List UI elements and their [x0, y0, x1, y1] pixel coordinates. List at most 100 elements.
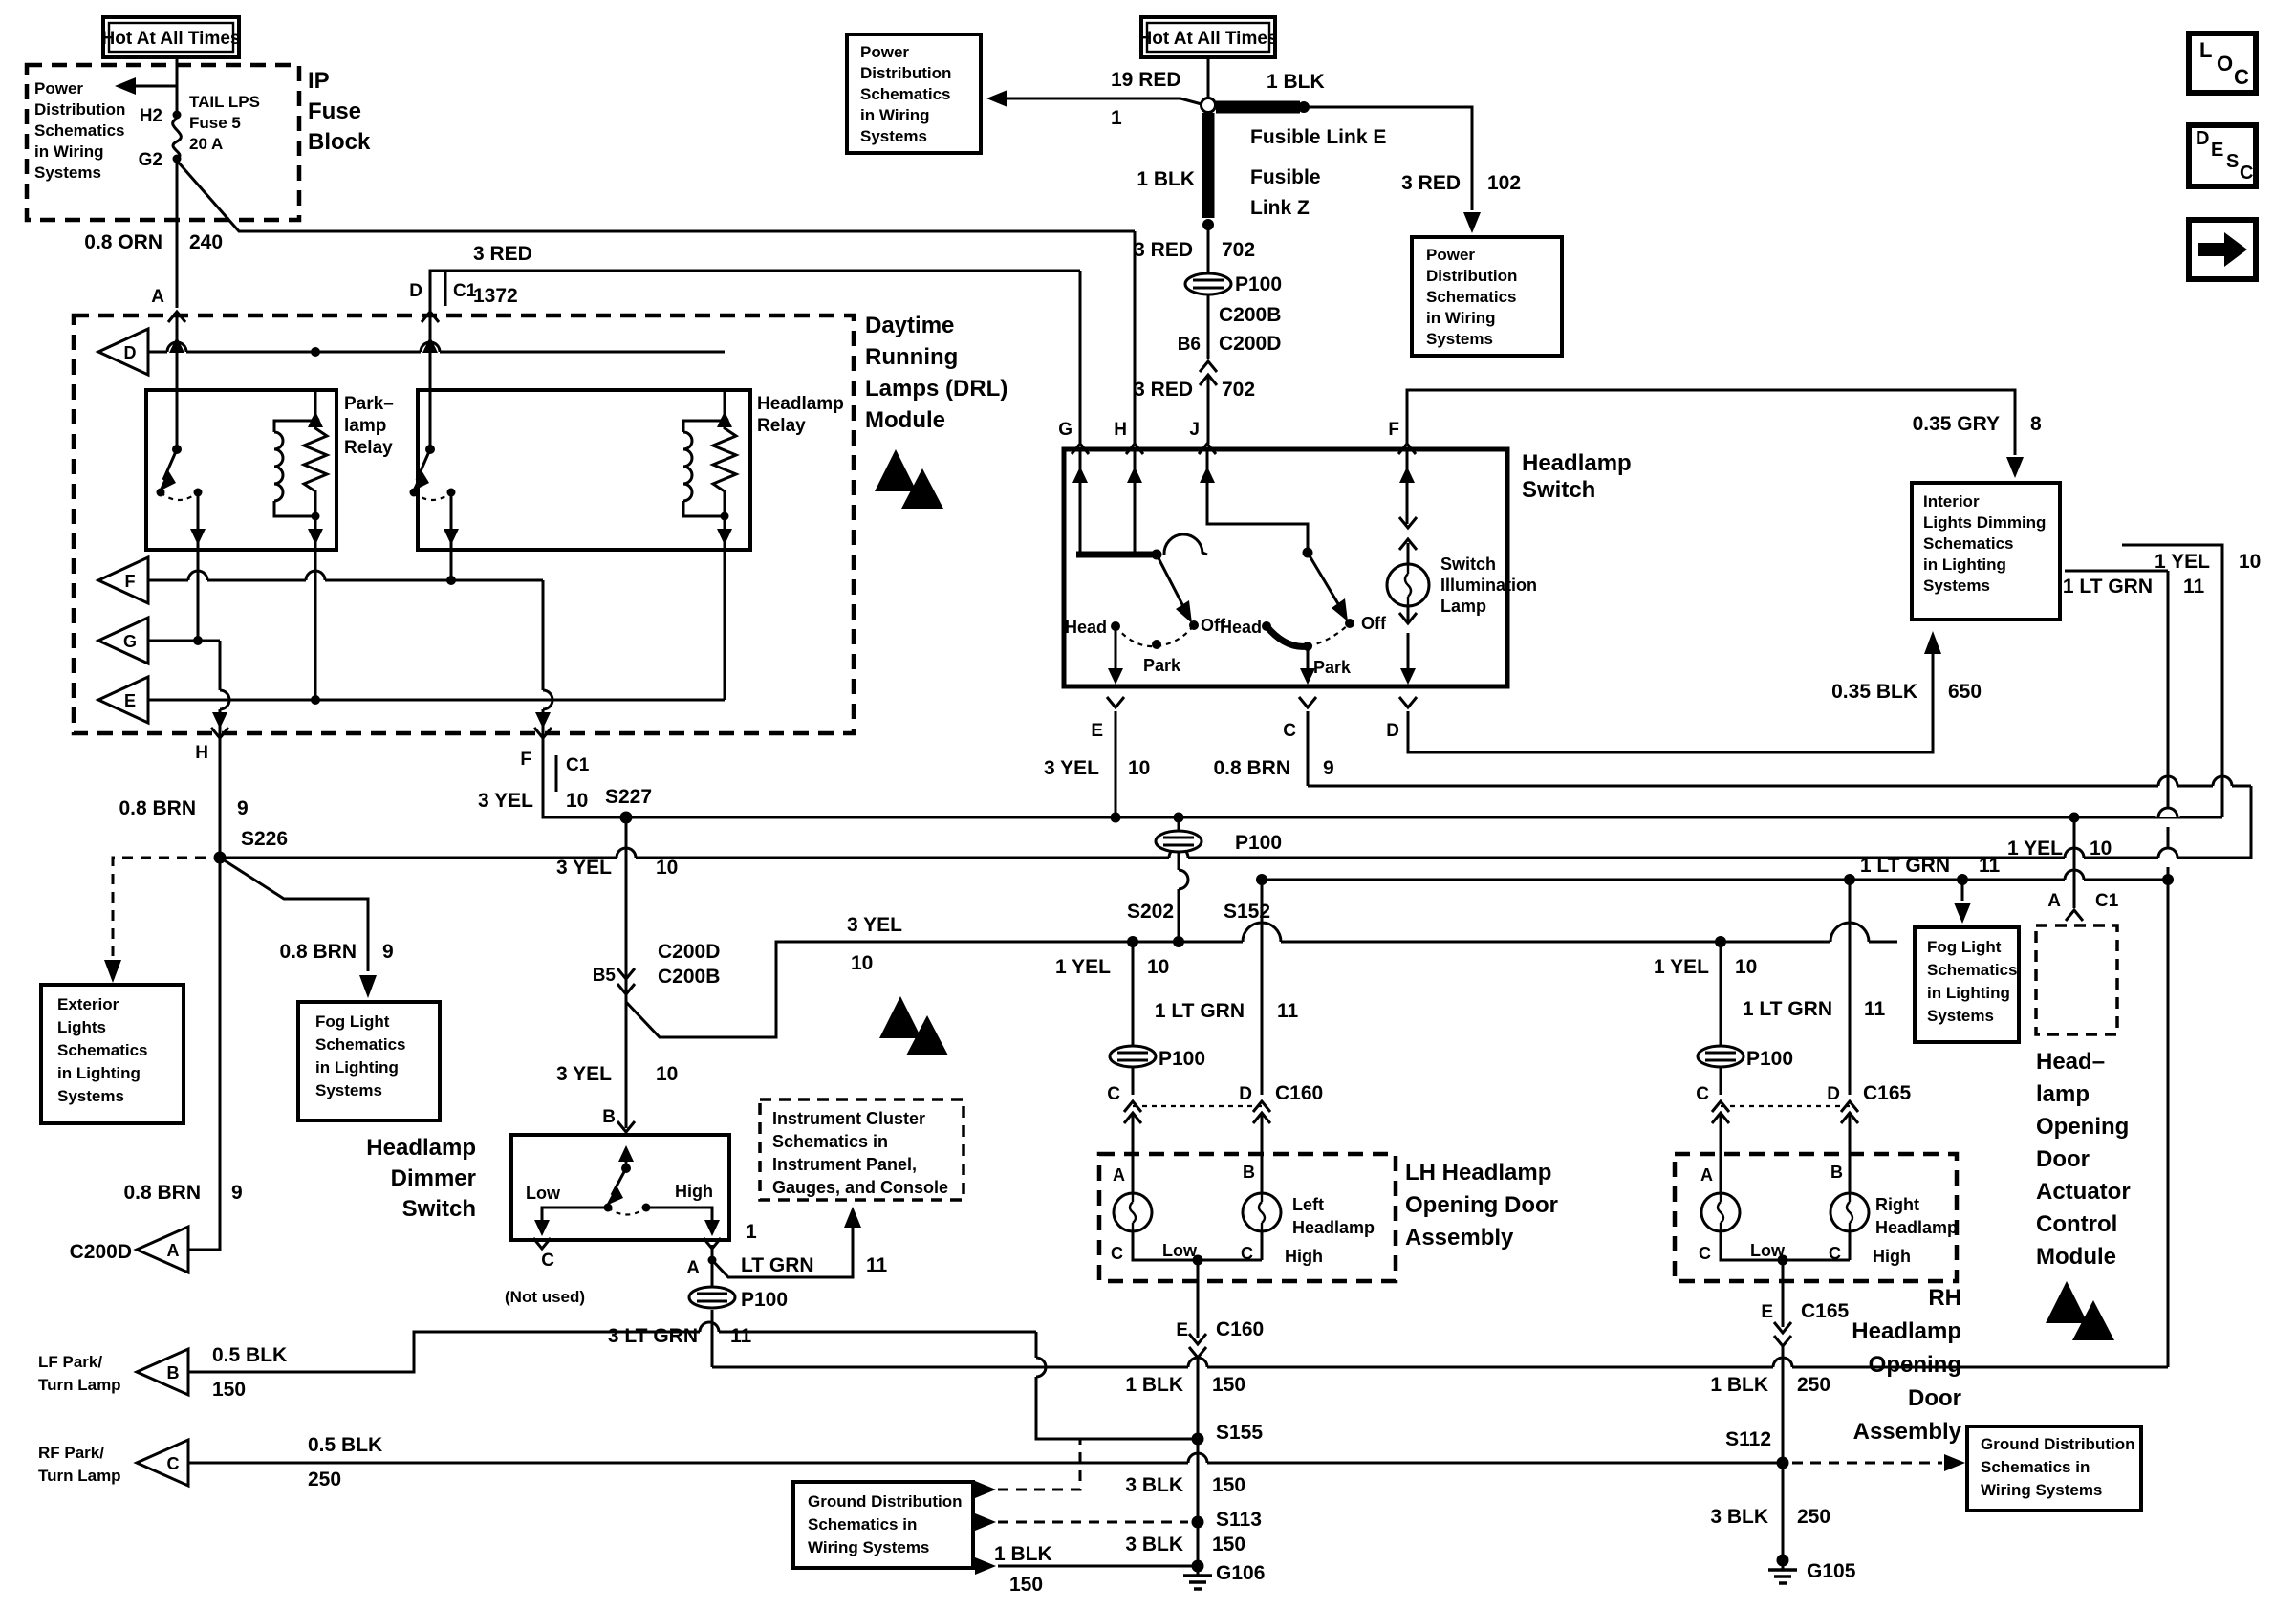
- park-relay-box: [144, 388, 338, 552]
- label-power-dist-2-l3: Schematics: [860, 85, 951, 103]
- label-wire-3yel-e: 3 YEL: [1044, 757, 1099, 779]
- desc-button[interactable]: D E S C: [2186, 122, 2259, 189]
- power-dist-box-2[interactable]: [845, 33, 983, 155]
- label-wire-3blk-250: 3 BLK: [1710, 1506, 1768, 1528]
- label-hodacm-5: Actuator: [2036, 1179, 2131, 1205]
- label-ckt-250-b: 250: [1797, 1506, 1830, 1528]
- label-ckt-702-a: 702: [1222, 239, 1255, 261]
- label-ckt-150-d: 150: [1009, 1574, 1043, 1596]
- connector-triangle-a-c200d[interactable]: [133, 1224, 190, 1275]
- label-fog1-box-l1: Fog Light: [315, 1012, 390, 1031]
- label-power-dist-1-l4: in Wiring: [34, 142, 104, 161]
- label-lf-park-2: Turn Lamp: [38, 1376, 121, 1394]
- label-lh-pin-c1: C: [1111, 1244, 1123, 1263]
- label-ckt-10-ac1: 10: [2090, 838, 2112, 859]
- connector-triangle-d[interactable]: [95, 326, 150, 378]
- loc-button[interactable]: L O C: [2186, 31, 2259, 96]
- label-wire-1blk-250: 1 BLK: [1710, 1374, 1768, 1396]
- label-wire-035blk: 0.35 BLK: [1831, 681, 1917, 703]
- ground-dist-box-2[interactable]: [1965, 1425, 2143, 1512]
- label-lh-high: High: [1285, 1247, 1323, 1266]
- label-ckt-9-d: 9: [231, 1182, 243, 1204]
- label-wire-08brn-b: 0.8 BRN: [279, 941, 357, 963]
- label-sw-park-l: Park: [1143, 656, 1181, 675]
- label-ckt-250-rf: 250: [308, 1469, 341, 1490]
- label-rf-park-2: Turn Lamp: [38, 1467, 121, 1485]
- hot1-box: [101, 15, 241, 59]
- label-wire-08brn-a: 0.8 BRN: [119, 797, 196, 819]
- fog-light-box-1[interactable]: [296, 1000, 442, 1122]
- label-power-dist-2-l1: Power: [860, 43, 909, 61]
- label-pin-h2: H2: [140, 106, 162, 126]
- ground-dist-box-1[interactable]: [791, 1480, 975, 1570]
- label-conn-c200b-1: C200B: [1219, 304, 1281, 326]
- label-power-dist-3-l1: Power: [1426, 246, 1475, 264]
- label-ext-box-l1: Exterior: [57, 995, 119, 1013]
- label-conn-c160-b: C160: [1216, 1318, 1264, 1340]
- label-splice-s112: S112: [1725, 1428, 1771, 1450]
- label-power-dist-2-l4: in Wiring: [860, 106, 930, 124]
- connector-triangle-e[interactable]: [95, 674, 150, 726]
- label-rh-name-5: Assembly: [1853, 1419, 1962, 1445]
- label-conn-c1-ac: C1: [2095, 891, 2119, 911]
- label-rh-pin-b: B: [1830, 1163, 1843, 1182]
- label-drl-name-4: Module: [865, 407, 945, 433]
- label-ip-3: Block: [308, 129, 371, 155]
- label-illum-3: Lamp: [1440, 597, 1486, 616]
- label-ckt-650: 650: [1948, 681, 1982, 703]
- label-splice-s113: S113: [1216, 1509, 1262, 1531]
- label-pin-d-drl: D: [409, 281, 422, 301]
- connector-triangle-c-rf[interactable]: [133, 1437, 190, 1489]
- label-fuse-amps: 20 A: [189, 135, 223, 153]
- label-ckt-1: 1: [1111, 107, 1122, 129]
- lh-assembly-box: [1096, 1151, 1398, 1284]
- label-ext-box-l5: Systems: [57, 1087, 124, 1105]
- label-pin-h-sw: H: [1114, 420, 1127, 440]
- label-ckt-10-b: 10: [656, 1063, 678, 1085]
- exterior-lights-box[interactable]: [39, 983, 185, 1125]
- label-sw-park-r: Park: [1313, 658, 1352, 677]
- interior-lights-box[interactable]: [1910, 481, 2062, 621]
- label-sw-head-r: Head: [1220, 618, 1262, 637]
- label-conn-c200d-2: C200D: [658, 941, 720, 963]
- label-ckt-11-dim: 11: [730, 1325, 752, 1347]
- label-drl-name-3: Lamps (DRL): [865, 376, 1007, 402]
- reference-boxes[interactable]: [39, 33, 2143, 1570]
- label-power-dist-3-l3: Schematics: [1426, 288, 1517, 306]
- label-pin-a-drl: A: [151, 287, 164, 307]
- next-page-button[interactable]: [2186, 217, 2259, 282]
- label-wire-3blk-150a: 3 BLK: [1125, 1474, 1183, 1496]
- connector-triangle-f[interactable]: [95, 555, 150, 606]
- label-lh-left-2: Headlamp: [1292, 1218, 1375, 1237]
- label-gd1-l3: Wiring Systems: [808, 1538, 929, 1556]
- label-wire-1blk-g106: 1 BLK: [994, 1543, 1052, 1565]
- label-ckt-9-c: 9: [1323, 757, 1334, 779]
- label-ckt-11-far: 11: [2183, 576, 2205, 598]
- label-wire-1ltgrn-fog: 1 LT GRN: [1860, 855, 1950, 877]
- label-fusible-link-e: Fusible Link E: [1250, 126, 1386, 148]
- label-conn-c1-bot: C1: [566, 755, 590, 775]
- connector-triangle-b-lf[interactable]: [133, 1346, 190, 1398]
- fog-light-box-2[interactable]: [1913, 925, 2021, 1044]
- label-conn-c160-a: C160: [1275, 1082, 1323, 1104]
- wires: [95, 57, 2253, 1591]
- label-splice-s227: S227: [605, 786, 652, 808]
- label-wire-1yel-rh: 1 YEL: [1654, 956, 1709, 978]
- label-pin-g-sw: G: [1058, 420, 1072, 440]
- label-power-dist-1-l2: Distribution: [34, 100, 125, 119]
- connector-triangle-g[interactable]: [95, 615, 150, 666]
- label-ckt-8: 8: [2030, 413, 2042, 435]
- label-lh-pin-c2: C: [1241, 1244, 1253, 1263]
- label-pin-b5: B5: [593, 966, 617, 986]
- label-ckt-10-rh: 10: [1735, 956, 1757, 978]
- label-wire-3blk-150b: 3 BLK: [1125, 1534, 1183, 1556]
- label-ckt-250-a: 250: [1797, 1374, 1830, 1396]
- label-pin-b-dim: B: [602, 1107, 616, 1127]
- label-fuse-number: Fuse 5: [189, 114, 241, 132]
- label-ckt-10-c: 10: [851, 952, 873, 974]
- label-lh-name-3: Assembly: [1405, 1225, 1514, 1251]
- label-wire-ltgrn: LT GRN: [741, 1254, 814, 1276]
- label-rh-name-4: Door: [1908, 1385, 1961, 1411]
- power-dist-box-3[interactable]: [1410, 235, 1564, 358]
- label-power-dist-1-l1: Power: [34, 79, 83, 98]
